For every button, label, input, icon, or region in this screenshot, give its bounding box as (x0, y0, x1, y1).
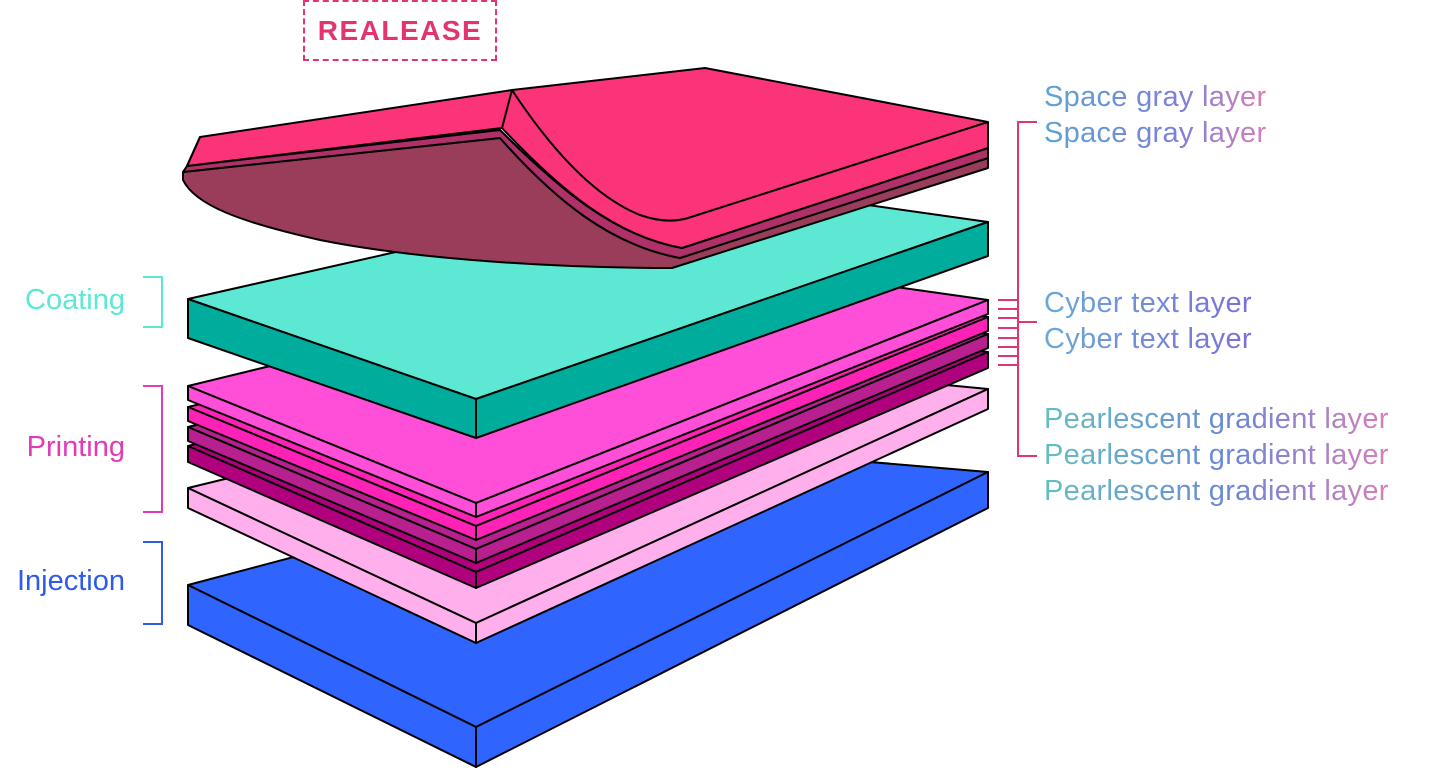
layers-bracket (998, 121, 1037, 457)
space-gray-layer-label-1: Space gray layer (1044, 81, 1267, 113)
coating-bracket (143, 276, 163, 328)
release-layer (182, 67, 989, 269)
coating-layer (187, 181, 989, 439)
release-label-box: REALEASE (303, 0, 497, 61)
release-label: REALEASE (317, 14, 483, 46)
printing-bracket (143, 385, 163, 513)
pearlescent-layer-label-3: Pearlescent gradient layer (1044, 475, 1389, 507)
injection-label: Injection (16, 565, 125, 597)
space-gray-layer-label-2: Space gray layer (1044, 117, 1267, 149)
coating-label: Coating (25, 284, 125, 316)
injection-bracket (143, 541, 163, 625)
pearlescent-layer-label-1: Pearlescent gradient layer (1044, 403, 1389, 435)
pearlescent-layer-label-2: Pearlescent gradient layer (1044, 439, 1389, 471)
cyber-text-layer-label-1: Cyber text layer (1044, 287, 1252, 319)
printing-label: Printing (26, 431, 125, 463)
cyber-text-layer-label-2: Cyber text layer (1044, 323, 1252, 355)
